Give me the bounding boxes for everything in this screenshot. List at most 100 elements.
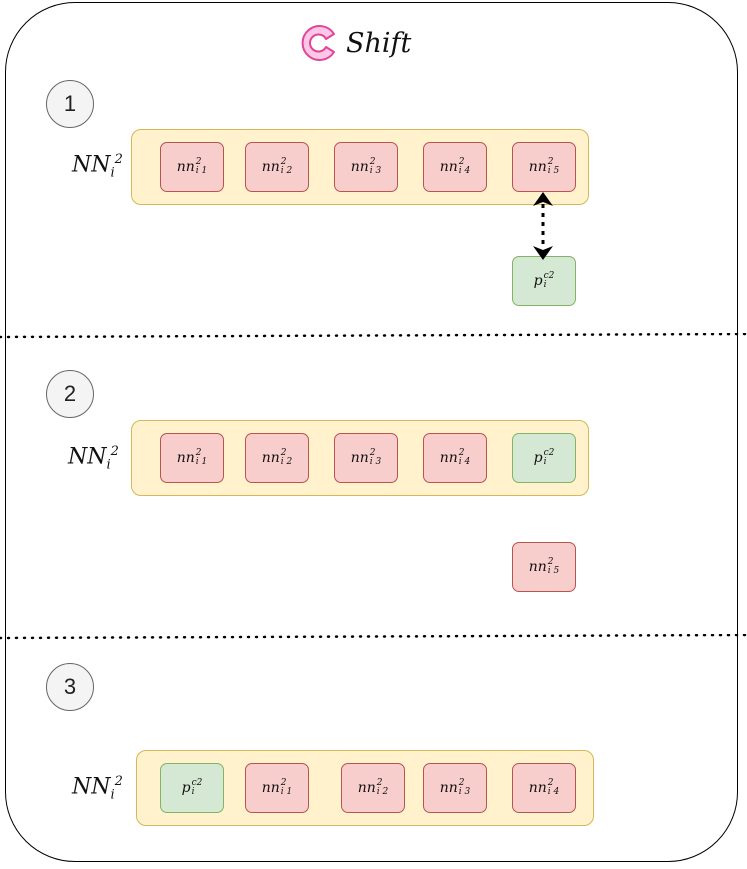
stage-separator [0,634,747,640]
box-sub: i 4 [458,166,471,176]
shift-c-logo-icon [301,25,335,61]
box-sub: i 1 [195,457,208,467]
box-sub: i [543,280,547,290]
box-sup: 2 [547,778,554,788]
box-sub: i 2 [376,787,389,797]
box-sup: 2 [376,778,383,788]
box-sub: i [543,457,547,467]
step-2-badge: 2 [46,370,94,418]
box-sup: 2 [369,448,376,458]
label-sup: 2 [110,444,119,459]
box-base: nn [439,159,458,175]
box-sub: i 2 [280,457,293,467]
box-sup: 2 [458,157,465,167]
box-sub: i 5 [547,166,560,176]
box-sup: 2 [195,157,202,167]
box-sup: c2 [191,778,203,788]
box-base: nn [439,450,458,466]
box-sup: c2 [543,448,555,458]
box-base: nn [261,159,280,175]
box-base: p [533,450,543,466]
box-base: nn [350,159,369,175]
box-base: nn [176,159,195,175]
box-sub: i 3 [458,787,471,797]
box-sup: 2 [280,448,287,458]
box-base: p [533,273,543,289]
label-sup: 2 [114,774,123,789]
box-sub: i 4 [547,787,560,797]
box-base: nn [528,559,547,575]
box-sup: 2 [458,778,465,788]
label-sup: 2 [114,152,123,167]
box-sub: i 3 [369,166,382,176]
box-sup: 2 [458,448,465,458]
title-text: Shift [346,27,412,59]
sequence-label-stage-2: NNi2 [68,444,119,473]
box-sup: 2 [547,157,554,167]
box-sup: c2 [543,271,555,281]
swap-arrow-icon [533,192,553,260]
diagram-title: Shift [298,20,411,66]
box-sub: i 2 [280,166,293,176]
box-base: nn [439,780,458,796]
label-sub: i [110,165,115,181]
step-1-badge: 1 [46,80,94,128]
box-sub: i 3 [369,457,382,467]
box-sup: 2 [195,448,202,458]
stage-separator [0,333,747,339]
label-base: NN [72,774,111,800]
box-base: nn [528,780,547,796]
box-base: nn [176,450,195,466]
box-sup: 2 [369,157,376,167]
label-sub: i [110,787,115,803]
box-sub: i 4 [458,457,471,467]
box-sup: 2 [280,778,287,788]
box-base: nn [357,780,376,796]
label-sub: i [106,457,111,473]
box-sub: i 5 [547,566,560,576]
box-base: nn [350,450,369,466]
box-sub: i 1 [280,787,293,797]
box-sub: i [191,787,195,797]
box-sup: 2 [547,557,554,567]
box-base: nn [528,159,547,175]
box-base: p [181,780,191,796]
box-base: nn [261,450,280,466]
sequence-label-stage-3: NNi2 [72,774,123,803]
box-sub: i 1 [195,166,208,176]
label-base: NN [68,444,107,470]
